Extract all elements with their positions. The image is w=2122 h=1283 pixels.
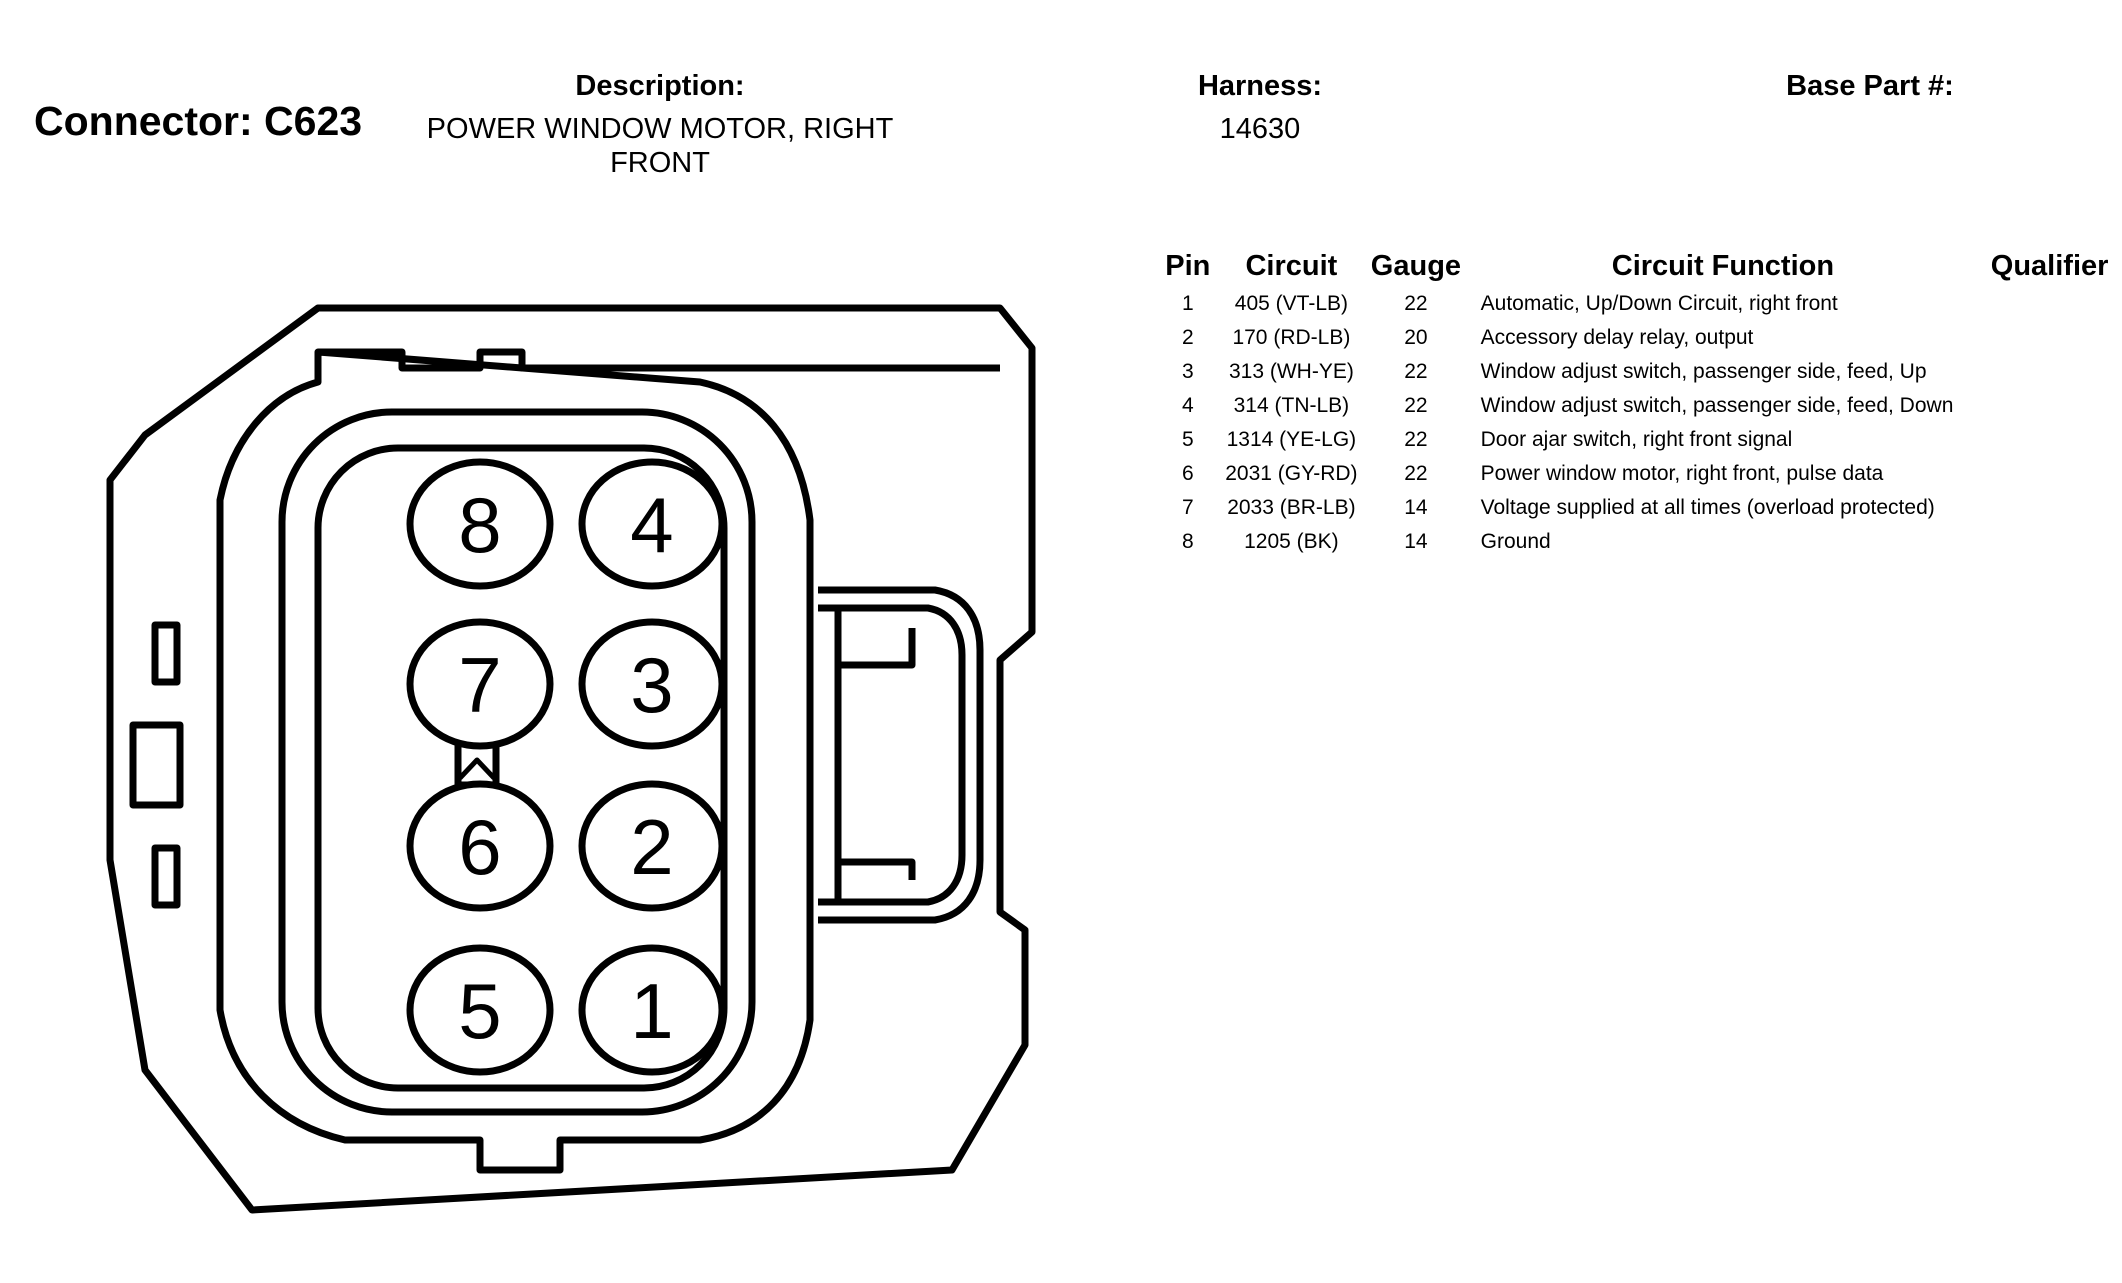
side-tab-bottom	[151, 844, 181, 909]
header-pin: Pin	[1165, 249, 1211, 282]
cell-pin: 2	[1181, 326, 1194, 349]
connector-outer-housing	[106, 304, 1036, 1214]
pin-cavities	[406, 458, 726, 1076]
cell-qualifier	[1977, 525, 2122, 559]
pinout-table: Pin Circuit Gauge Circuit Function Quali…	[1156, 245, 2122, 559]
cell-qualifier	[1977, 389, 2122, 423]
connector-title: Connector: C623	[34, 98, 363, 144]
cell-pin: 6	[1181, 462, 1194, 485]
harness-label: Harness:	[1197, 70, 1323, 102]
connector-latch	[818, 586, 984, 924]
cell-gauge: 14	[1404, 496, 1428, 519]
pin-label-7: 7	[458, 641, 501, 729]
pin-label-1: 1	[630, 967, 673, 1055]
cell-circuit: 314 (TN-LB)	[1233, 394, 1350, 417]
header-circuit-function: Circuit Function	[1611, 249, 1835, 282]
cell-pin: 3	[1181, 360, 1194, 383]
table-row: 6 2031 (GY-RD) 22 Power window motor, ri…	[1156, 457, 2122, 491]
pin-cavity-8	[406, 458, 554, 590]
pinout-header-row: Pin Circuit Gauge Circuit Function Quali…	[1156, 245, 2122, 287]
table-row: 8 1205 (BK) 14 Ground	[1156, 525, 2122, 559]
cell-qualifier	[1977, 355, 2122, 389]
pin-cavity-3	[578, 618, 726, 750]
cell-qualifier	[1977, 321, 2122, 355]
cell-qualifier	[1977, 287, 2122, 321]
pin-cavity-1	[578, 944, 726, 1076]
header-gauge: Gauge	[1370, 249, 1462, 282]
cell-gauge: 22	[1404, 394, 1428, 417]
cell-gauge: 22	[1404, 428, 1428, 451]
pin-cavity-5	[406, 944, 554, 1076]
cell-circuit: 2033 (BR-LB)	[1227, 496, 1356, 519]
connector-cavity-outer	[278, 408, 756, 1116]
cell-circuit: 313 (WH-YE)	[1228, 360, 1354, 383]
pin-cavity-4	[578, 458, 726, 590]
pin-label-2: 2	[630, 803, 673, 891]
table-row: 5 1314 (YE-LG) 22 Door ajar switch, righ…	[1156, 423, 2122, 457]
cell-gauge: 22	[1404, 360, 1428, 383]
pin-label-3: 3	[630, 641, 673, 729]
connector-inner-shell	[216, 348, 814, 1174]
pin-label-5: 5	[458, 967, 501, 1055]
cell-qualifier	[1977, 423, 2122, 457]
description-value: POWER WINDOW MOTOR, RIGHT FRONT	[426, 113, 894, 179]
table-row: 3 313 (WH-YE) 22 Window adjust switch, p…	[1156, 355, 2122, 389]
header-qualifier: Qualifier	[1990, 249, 2109, 282]
pin-key-arrow	[458, 757, 496, 780]
cell-gauge: 14	[1404, 530, 1428, 553]
pin-label-8: 8	[458, 481, 501, 569]
cell-function: Power window motor, right front, pulse d…	[1480, 462, 1884, 485]
cell-function: Window adjust switch, passenger side, fe…	[1480, 360, 1927, 383]
connector-cavity-inner	[314, 444, 728, 1092]
table-row: 7 2033 (BR-LB) 14 Voltage supplied at al…	[1156, 491, 2122, 525]
cell-circuit: 170 (RD-LB)	[1232, 326, 1351, 349]
cell-qualifier	[1977, 491, 2122, 525]
cell-circuit: 1314 (YE-LG)	[1226, 428, 1357, 451]
pin-cavity-7	[406, 618, 554, 750]
connector-latch-detail	[834, 608, 916, 902]
table-row: 1 405 (VT-LB) 22 Automatic, Up/Down Circ…	[1156, 287, 2122, 321]
cell-function: Door ajar switch, right front signal	[1480, 428, 1793, 451]
cell-pin: 8	[1181, 530, 1194, 553]
cell-pin: 7	[1181, 496, 1194, 519]
base-part-label: Base Part #:	[1786, 70, 1954, 102]
pin-numbers: 8 4 7 3 6 2 5 1	[458, 481, 673, 1055]
cell-function: Window adjust switch, passenger side, fe…	[1480, 394, 1954, 417]
side-tab-top	[151, 621, 181, 686]
cell-circuit: 405 (VT-LB)	[1234, 292, 1348, 315]
side-tab-middle	[129, 721, 184, 809]
connector-diagram: 8 4 7 3 6 2 5 1	[106, 304, 1036, 1214]
header-circuit: Circuit	[1245, 249, 1338, 282]
pin-label-6: 6	[458, 803, 501, 891]
table-row: 4 314 (TN-LB) 22 Window adjust switch, p…	[1156, 389, 2122, 423]
cell-gauge: 20	[1404, 326, 1428, 349]
pin-cavity-6	[406, 780, 554, 912]
connector-latch-inner	[818, 604, 966, 906]
cell-gauge: 22	[1404, 462, 1428, 485]
cell-function: Automatic, Up/Down Circuit, right front	[1480, 292, 1838, 315]
pin-label-4: 4	[630, 481, 673, 569]
cell-function: Voltage supplied at all times (overload …	[1480, 496, 1935, 519]
cell-circuit: 2031 (GY-RD)	[1225, 462, 1358, 485]
cell-pin: 1	[1181, 292, 1194, 315]
table-row: 2 170 (RD-LB) 20 Accessory delay relay, …	[1156, 321, 2122, 355]
cell-qualifier	[1977, 457, 2122, 491]
cell-function: Accessory delay relay, output	[1480, 326, 1754, 349]
cell-circuit: 1205 (BK)	[1244, 530, 1339, 553]
harness-value: 14630	[1219, 113, 1301, 145]
cell-pin: 4	[1181, 394, 1194, 417]
description-label: Description:	[575, 70, 745, 102]
cell-function: Ground	[1480, 530, 1551, 553]
cell-gauge: 22	[1404, 292, 1428, 315]
cell-pin: 5	[1181, 428, 1194, 451]
pin-cavity-2	[578, 780, 726, 912]
